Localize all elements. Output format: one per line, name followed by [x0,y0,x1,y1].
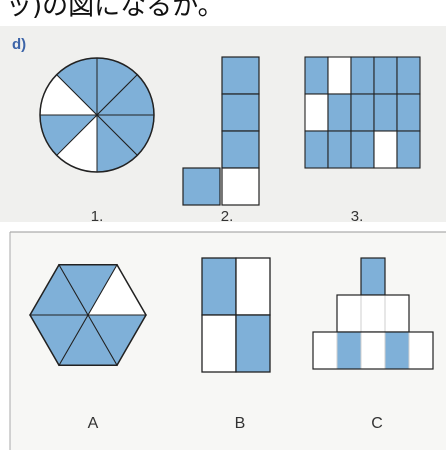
label-3: 3. [351,208,364,225]
grid-cell [350,93,375,132]
pyramid-middle-cell [336,294,362,333]
header-text: ッ)の図になるか。 [6,0,224,21]
grid-cell [373,56,398,95]
grid-cell [350,130,375,169]
grid-cell [304,130,329,169]
grid-cell [304,93,329,132]
pyramid-bottom-cell [408,331,434,370]
pyramid-bottom-cell [312,331,338,370]
rect-b-cell [235,257,271,316]
grid-cell [373,93,398,132]
grid-cell [396,56,421,95]
label-a: A [88,415,99,432]
grid-cell [327,56,352,95]
rect-b-cell [201,314,237,373]
grid-cell [373,130,398,169]
rect-b-cell [235,314,271,373]
figure-1-circle [39,57,155,173]
rect-b-cell [201,257,237,316]
pyramid-middle-cell [360,294,386,333]
figure-a-hexagon [29,263,147,367]
l-shape-cell [221,56,260,95]
circle-outline [39,57,155,173]
grid-cell [304,56,329,95]
grid-cell [396,130,421,169]
grid-cell [327,93,352,132]
label-b: B [235,415,246,432]
pyramid-middle-cell [384,294,410,333]
grid-cell [396,93,421,132]
figure-c-pyramid [312,257,434,370]
label-c: C [371,415,383,432]
grid-cell [350,56,375,95]
pyramid-bottom-cell [336,331,362,370]
grid-cell [327,130,352,169]
figure-2-l-shape [182,56,260,206]
l-shape-cell [221,130,260,169]
pyramid-bottom-cell [384,331,410,370]
label-1: 1. [91,208,104,225]
pyramid-top-cell [360,257,386,296]
l-shape-cell [221,167,260,206]
figure-b-rectangle [201,257,271,373]
pyramid-bottom-cell [360,331,386,370]
pyramid-bottom-outline [312,331,434,370]
hexagon-outline [29,264,147,366]
section-label: d) [12,36,26,53]
l-shape-cell [221,93,260,132]
l-shape-cell [182,167,221,206]
label-2: 2. [221,208,234,225]
figure-3-grid [304,56,421,169]
